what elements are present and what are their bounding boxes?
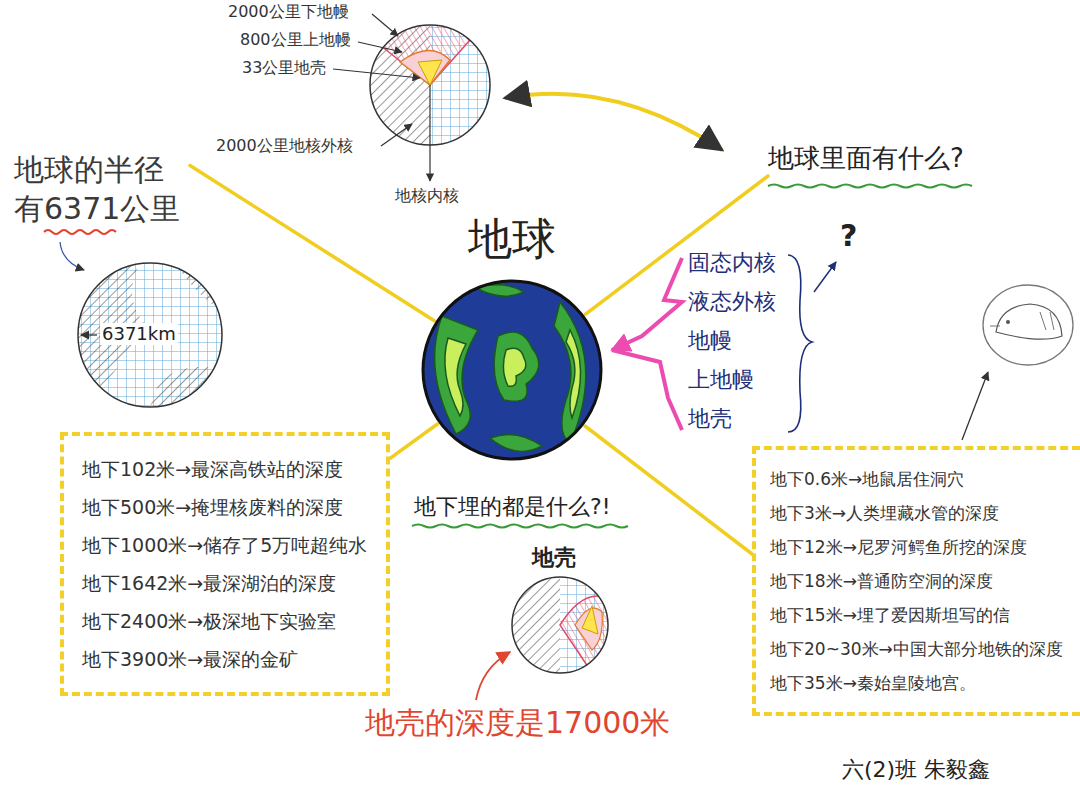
pink-pointer [612, 258, 682, 350]
mole-drawing [962, 285, 1073, 440]
branch-topic: 地球的半径 有6371公里 [14, 150, 190, 228]
center-title: 地球 [380, 210, 644, 268]
fact-box: 地下0.6米→地鼠居住洞穴地下3米→人类埋藏水管的深度地下12米→尼罗河鳄鱼所挖… [752, 446, 1080, 716]
fact-line: 地下500米→掩埋核废料的深度 [82, 488, 368, 526]
fact-line: 地下1000米→储存了5万吨超纯水 [82, 526, 368, 564]
fact-line: 地下15米→埋了爱因斯坦写的信 [770, 598, 1072, 632]
earth-section-drawing [333, 14, 490, 181]
layer-label: 800公里上地幔 [240, 30, 351, 49]
core-layer: 液态外核 [688, 289, 776, 315]
core-layer: 固态内核 [688, 250, 776, 276]
fact-line: 地下1642米→最深湖泊的深度 [82, 564, 368, 602]
fact-box: 地下102米→最深高铁站的深度地下500米→掩埋核废料的深度地下1000米→储存… [60, 432, 390, 696]
fact-line: 地下102米→最深高铁站的深度 [82, 450, 368, 488]
branch-topic: 地球里面有什么? [768, 140, 964, 176]
fact-line: 地下2400米→极深地下实验室 [82, 602, 368, 640]
crust-label: 地壳 [532, 545, 576, 571]
layer-label: 2000公里地核外核 [216, 136, 353, 155]
core-layer: 地幔 [688, 328, 732, 354]
fact-line: 地下3米→人类埋藏水管的深度 [770, 496, 1072, 530]
fact-line: 地下18米→普通防空洞的深度 [770, 564, 1072, 598]
underline [768, 185, 972, 188]
signature: 六(2)班 朱毅鑫 [842, 757, 990, 783]
brace [788, 255, 812, 432]
fact-line: 地下20~30米→中国大部分地铁的深度 [770, 632, 1072, 666]
underline [412, 525, 628, 528]
fact-line: 地下12米→尼罗河鳄鱼所挖的深度 [770, 530, 1072, 564]
layer-label: 33公里地壳 [242, 58, 326, 77]
branch-node: 地球的半径 有6371公里 [14, 150, 190, 228]
dimension-label: 6371km [100, 323, 178, 345]
earth-globe [420, 278, 604, 462]
fact-line: 地下35米→秦始皇陵地宫。 [770, 666, 1072, 700]
connector-line [585, 426, 752, 554]
earth-circle: 地球 [420, 278, 604, 462]
question-mark: ? [840, 218, 857, 254]
fact-line: 地下3900米→最深的金矿 [82, 640, 368, 678]
core-layer: 地壳 [688, 406, 732, 432]
layer-label: 2000公里下地幔 [228, 2, 349, 21]
fact-line: 地下0.6米→地鼠居住洞穴 [770, 462, 1072, 496]
connector-line [390, 424, 438, 458]
pointer-arrow [814, 262, 836, 292]
branch-node: 地球里面有什么? [768, 140, 964, 176]
pink-pointer [612, 350, 682, 430]
double-arrow [505, 94, 722, 150]
layer-label: 地核内核 [395, 186, 459, 205]
crust-depth-note: 地壳的深度是17000米 [365, 705, 670, 741]
crust-drawing [476, 577, 612, 700]
radius-drawing [44, 230, 222, 407]
branch-question: 地下埋的都是什么?! [412, 494, 613, 520]
core-layer: 上地幔 [688, 367, 754, 393]
